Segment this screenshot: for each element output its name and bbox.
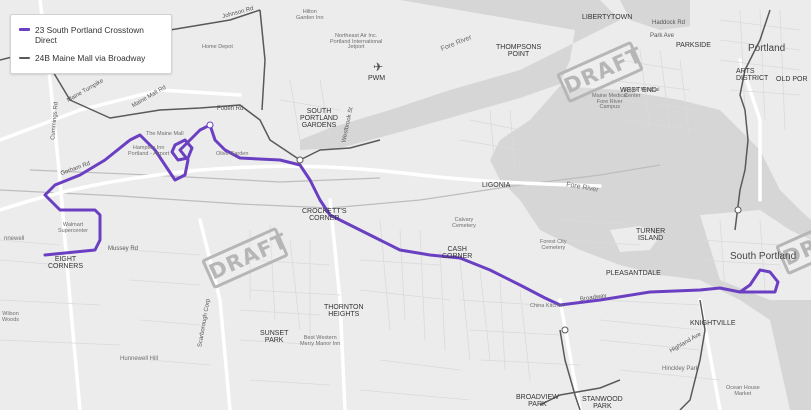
legend-label: 23 South Portland Crosstown Direct (35, 25, 144, 46)
line-swatch-icon (19, 57, 30, 59)
route-stops (206, 121, 742, 334)
water-bodies (300, 0, 811, 410)
stop-marker (734, 206, 742, 214)
airport-icon: ✈ (372, 60, 384, 74)
turner-island (610, 226, 660, 252)
secondary-roads (0, 9, 801, 401)
portland-peninsula (690, 0, 811, 200)
stop-marker (296, 156, 304, 164)
south-portland-land (700, 210, 811, 300)
back-cove-water (620, 0, 700, 30)
rail-lines (0, 164, 661, 209)
stop-marker (561, 326, 569, 334)
legend-label: 24B Maine Mall via Broadway (35, 53, 146, 63)
route-23-path (43, 123, 780, 307)
stop-marker (206, 121, 214, 129)
map-legend: 23 South Portland Crosstown Direct 24B M… (10, 14, 172, 74)
line-swatch-icon (19, 28, 30, 31)
fore-river-water (300, 0, 620, 150)
